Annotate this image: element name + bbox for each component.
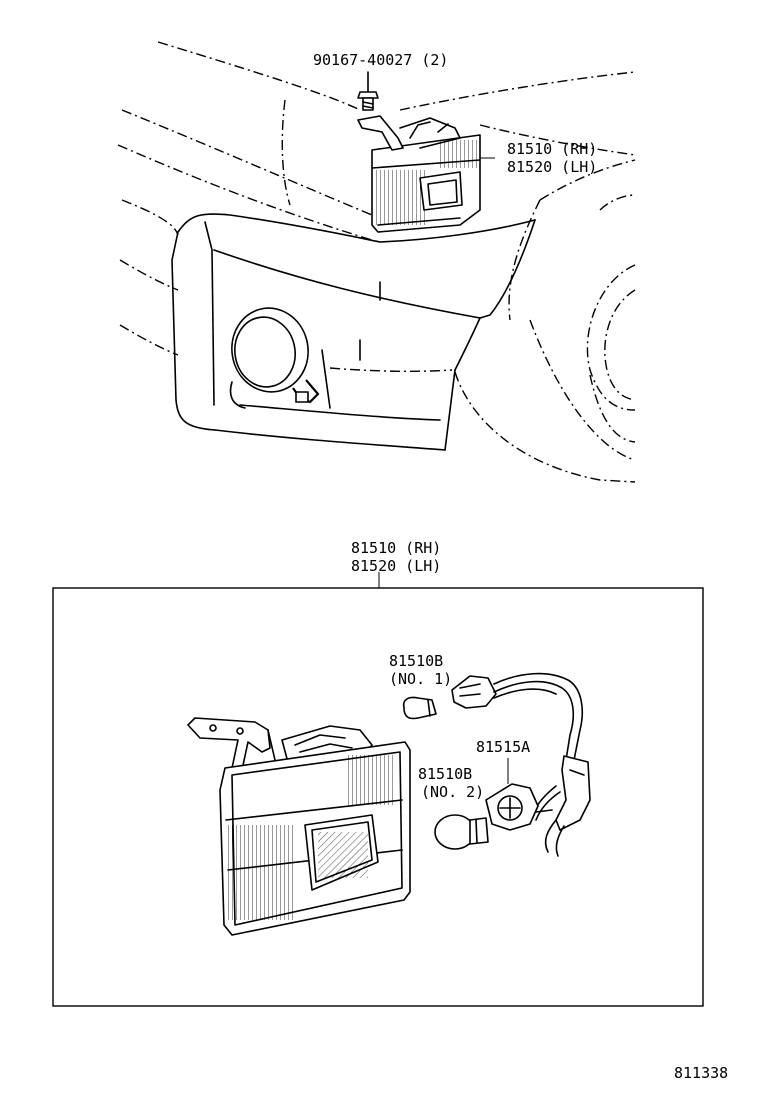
vehicle-front-illustration [117, 41, 636, 483]
box-lh-part-label: 81520 (LH) [351, 557, 441, 575]
socket-part-label: 81515A [476, 738, 530, 756]
bulb2-no-label: (NO. 2) [421, 783, 484, 801]
socket-wiring-icon [451, 672, 591, 857]
bulb-no2-icon [434, 814, 489, 850]
top-lh-part-label: 81520 (LH) [507, 158, 597, 176]
bolt-part-label: 90167-40027 (2) [313, 51, 448, 69]
box-rh-part-label: 81510 (RH) [351, 539, 441, 557]
corner-lamp-illustration [187, 717, 411, 936]
top-rh-part-label: 81510 (RH) [507, 140, 597, 158]
bulb1-part-label: 81510B [389, 652, 443, 670]
bolt-icon [357, 71, 379, 111]
assembly-frame [52, 587, 704, 1007]
figure-code-label: 811338 [674, 1064, 728, 1082]
bulb1-no-label: (NO. 1) [389, 670, 452, 688]
bulb2-part-label: 81510B [418, 765, 472, 783]
bulb-no1-icon [402, 696, 437, 720]
